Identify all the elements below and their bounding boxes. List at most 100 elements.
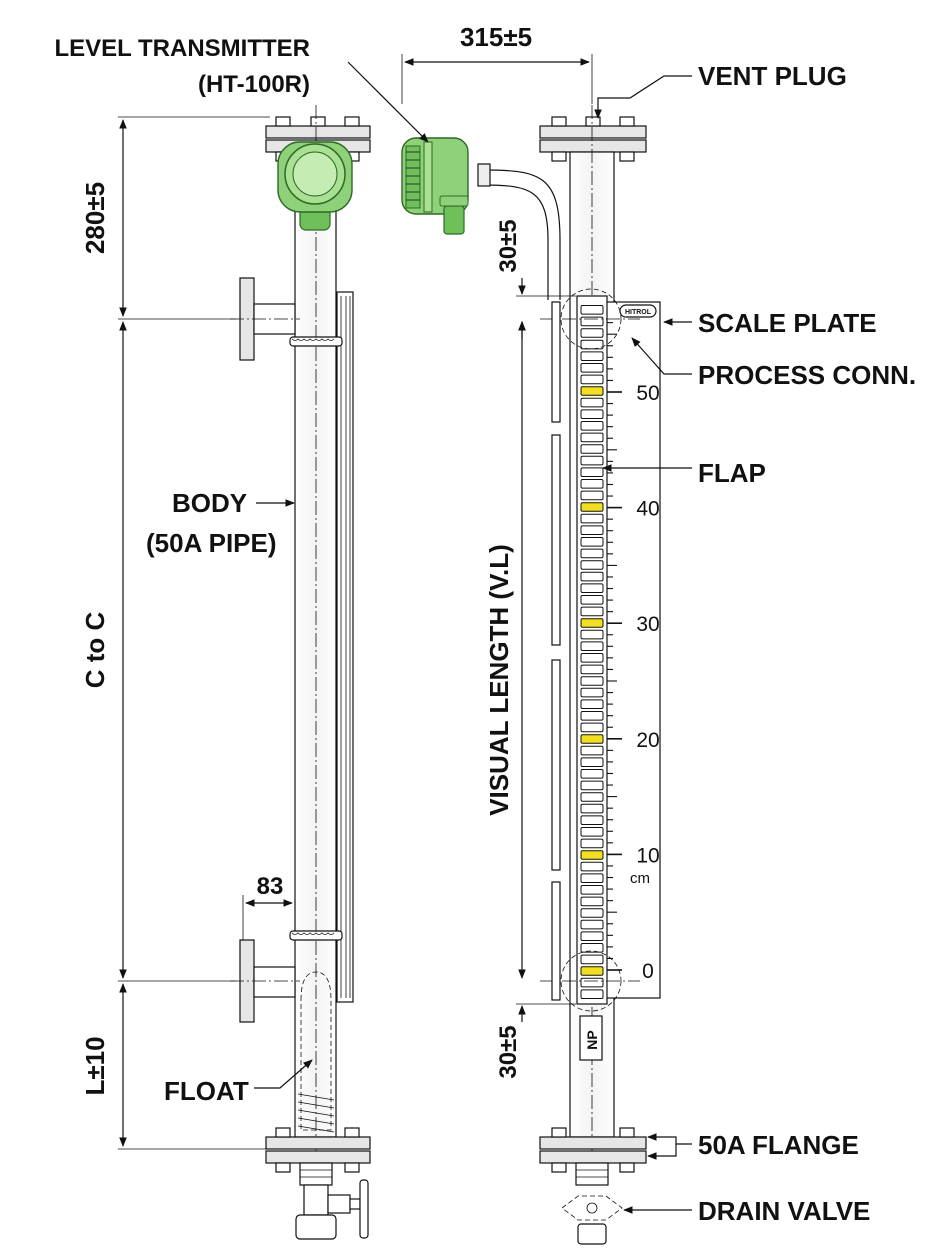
dim-top-offset: 30±5 [495,219,522,272]
flap [580,873,604,884]
brand-plate: HITROL [619,304,657,318]
label-scale-plate: SCALE PLATE [698,308,877,338]
flap [580,316,604,327]
flap [580,305,604,315]
scale-label: 30 [636,613,659,636]
np-mark: NP [584,1030,600,1049]
right-view: 50 40 30 20 10 0 cm HITROL NP [401,54,661,1245]
flap [580,861,604,872]
flap [580,989,604,1000]
flap [580,328,604,338]
label-level-transmitter: LEVEL TRANSMITTER [54,35,310,62]
flap [580,664,604,675]
scale-label: 20 [636,729,659,752]
flap [580,769,604,779]
right-top-flange-lower [539,139,647,153]
flap [580,525,604,536]
left-transmitter [277,141,353,231]
scale-plate [603,301,661,999]
left-drain-valve [295,1162,369,1240]
left-top-flange-upper [265,125,371,139]
flap [580,432,604,443]
flap [580,827,604,837]
upper-process-conn-circle [560,288,622,350]
flap [580,931,604,942]
flap [580,629,604,640]
right-top-flange-upper [539,125,647,139]
lower-process-conn-circle [560,950,622,1012]
flap [580,560,604,570]
left-view [118,105,371,1240]
flap [580,943,604,953]
dim-visual-length: VISUAL LENGTH (V.L) [484,544,514,816]
dim-nozzle-length: 83 [257,873,284,900]
flap [580,803,604,814]
label-drain-valve: DRAIN VALVE [698,1196,870,1226]
flap [580,850,604,860]
flap [580,780,604,791]
dim-c-to-c: C to C [80,612,110,689]
flap [580,838,604,849]
dim-bottom-length: L±10 [80,1036,110,1095]
left-lower-nozzle [230,939,300,1023]
flap [580,467,604,477]
np-mark-box [579,1015,603,1061]
flap [580,397,604,408]
flap [580,734,604,744]
right-drain-valve [561,1162,623,1245]
flap [580,676,604,686]
flap [580,351,604,361]
flap [580,885,604,895]
flap [580,977,604,988]
left-bottom-flange-lower [265,1150,371,1164]
label-flap: FLAP [698,458,766,488]
left-bottom-flange-upper [265,1136,371,1150]
flap [580,444,604,454]
lower-clamp [289,930,343,941]
flap [580,966,604,976]
flap [580,908,604,918]
right-transmitter [401,137,561,300]
flap [580,687,604,698]
flap [580,745,604,756]
flap [580,339,604,350]
flaps [580,305,604,1000]
brand-plate-text: HITROL [625,309,652,316]
flap [580,548,604,559]
flap [580,571,604,582]
label-flange: 50A FLANGE [698,1130,859,1160]
scale-unit: cm [630,870,650,887]
right-bottom-flange-lower [539,1150,647,1164]
flap [580,896,604,907]
flap [580,711,604,721]
label-transmitter-model: (HT-100R) [198,71,310,98]
dim-top-height: 280±5 [80,182,110,254]
scale-label: 50 [636,382,659,405]
label-body-spec: (50A PIPE) [146,528,277,558]
flap [580,606,604,617]
flap [580,479,604,489]
upper-clamp [289,336,343,347]
dim-bottom-offset: 30±5 [495,1025,522,1078]
flap [580,409,604,419]
flap [580,618,604,628]
left-scale-rail [336,291,354,1003]
dim-width-top: 315±5 [460,22,532,52]
flap [580,757,604,768]
flap [580,919,604,930]
scale-label: 40 [636,498,659,521]
flap [580,595,604,605]
left-upper-nozzle [230,277,300,361]
flap [580,490,604,501]
flap [580,421,604,431]
flap [580,537,604,547]
scale-label: 10 [636,844,659,867]
flap [580,374,604,385]
left-body-pipe [294,151,337,1138]
scale-label: 0 [642,960,654,983]
flap [580,513,604,524]
flap [580,583,604,594]
flap [580,363,604,373]
flap [580,699,604,710]
